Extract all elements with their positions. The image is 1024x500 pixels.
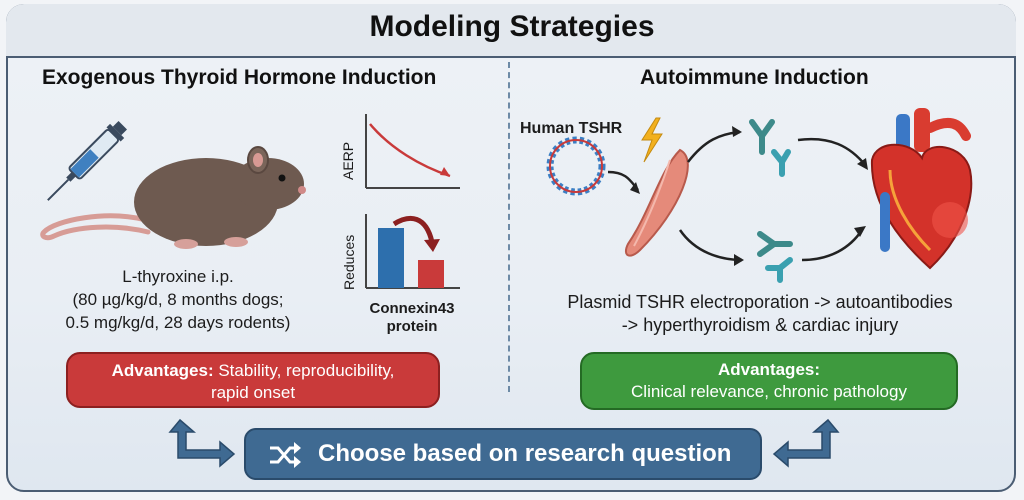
left-advantages-box: Advantages: Stability, reproducibility, …: [66, 352, 440, 408]
left-advantages-label: Advantages:: [111, 361, 214, 380]
rodent-illustration: [40, 146, 306, 249]
figure-frame: [6, 4, 1016, 492]
right-advantages-label: Advantages:: [717, 360, 821, 379]
connexin-label-1: Connexin43: [369, 300, 455, 317]
mechanism-line-2: -> hyperthyroidism & cardiac injury: [621, 315, 899, 335]
shuffle-icon: [270, 442, 301, 468]
reduces-axis-label: Reduces: [341, 234, 357, 290]
aerp-decline-chart: [365, 114, 460, 189]
left-advantages-text-1: Stability, reproducibility,: [213, 361, 395, 380]
connexin-label-2: protein: [386, 318, 438, 335]
left-heading: Exogenous Thyroid Hormone Induction: [42, 66, 437, 89]
choose-research-question-banner: Choose based on research question: [244, 428, 762, 480]
right-advantages-box: Advantages: Clinical relevance, chronic …: [580, 352, 958, 410]
dose-line-2: (80 µg/kg/d, 8 months dogs;: [72, 290, 284, 309]
right-return-arrow-icon: [772, 418, 840, 468]
tshr-label: Human TSHR: [520, 120, 623, 137]
section-divider: [508, 62, 510, 392]
dose-line-3: 0.5 mg/kg/d, 28 days rodents): [65, 313, 291, 332]
mechanism-line-1: Plasmid TSHR electroporation -> autoanti…: [567, 292, 953, 312]
right-heading: Autoimmune Induction: [640, 66, 869, 89]
autoimmune-pathway-diagram: [546, 108, 973, 283]
title-bar: [6, 4, 1016, 58]
choose-label: Choose based on research question: [318, 440, 732, 467]
syringe-icon: [47, 120, 128, 201]
aerp-axis-label: AERP: [340, 141, 356, 180]
left-advantages-text-2: rapid onset: [210, 383, 296, 402]
figure-title: Modeling Strategies: [369, 10, 655, 43]
dose-line-1: L-thyroxine i.p.: [122, 267, 234, 286]
connexin-bar-chart: [365, 214, 460, 289]
right-advantages-text: Clinical relevance, chronic pathology: [631, 382, 907, 401]
left-return-arrow-icon: [168, 418, 236, 468]
